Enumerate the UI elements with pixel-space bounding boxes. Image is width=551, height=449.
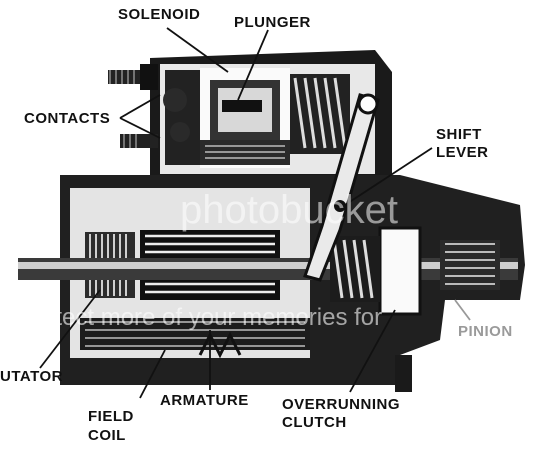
watermark-brand: photobucket: [180, 188, 398, 232]
watermark-tagline: Protect more of your memories for: [18, 304, 383, 331]
label-field-coil-line2: COIL: [88, 427, 126, 444]
leader-pinion: [454, 299, 471, 321]
label-shift-lever-line2: LEVER: [436, 144, 489, 161]
label-overrunning-line2: CLUTCH: [282, 414, 347, 431]
label-armature: ARMATURE: [160, 392, 249, 409]
label-plunger: PLUNGER: [234, 14, 311, 31]
leader-commutator: [39, 289, 101, 369]
leader-field-coil: [139, 349, 166, 399]
motor-housing: [18, 175, 525, 385]
leader-plunger: [237, 29, 269, 101]
mounting-flange: [395, 355, 412, 392]
leader-clutch: [349, 309, 396, 393]
overrunning-clutch: [330, 226, 422, 316]
label-overrunning-line1: OVERRUNNING: [282, 396, 401, 413]
leader-lines: [39, 27, 471, 399]
terminal-bolts: [108, 64, 190, 148]
field-coil: [80, 318, 310, 350]
solenoid-housing: [150, 50, 392, 180]
label-commutator: UTATOR: [0, 368, 63, 385]
label-solenoid: SOLENOID: [118, 6, 201, 23]
label-pinion: PINION: [458, 323, 513, 340]
solenoid-spring: [290, 74, 350, 154]
leader-solenoid: [166, 27, 229, 73]
label-contacts: CONTACTS: [24, 110, 111, 127]
leader-contacts-a: [119, 94, 161, 119]
shift-lever: [303, 93, 380, 282]
label-shift-lever-line1: SHIFT: [436, 126, 482, 143]
leader-contacts-b: [119, 117, 161, 139]
label-field-coil-line1: FIELD: [88, 408, 134, 425]
pinion-gear: [440, 240, 500, 290]
leader-shift-lever: [344, 147, 433, 206]
